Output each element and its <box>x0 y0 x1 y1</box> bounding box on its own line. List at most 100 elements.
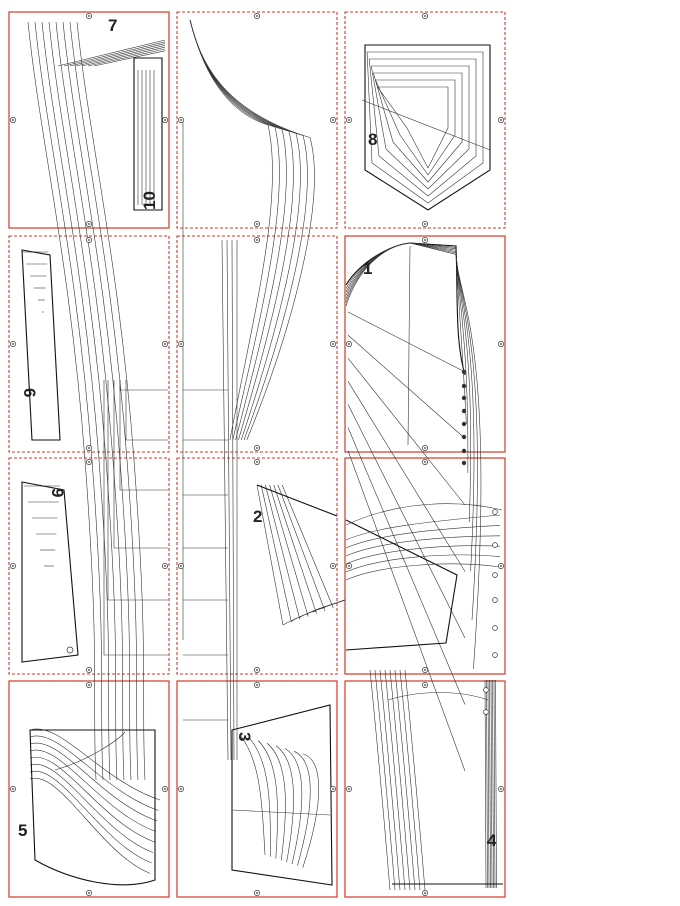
registration-mark-dot <box>12 119 14 121</box>
hem-line <box>69 43 166 67</box>
size-step <box>125 380 168 441</box>
yoke-line <box>347 334 466 439</box>
piece-label-5: 5 <box>18 821 27 840</box>
piece-5-curve <box>29 728 161 801</box>
registration-mark-dot <box>88 461 90 463</box>
registration-mark-dot <box>88 15 90 17</box>
registration-mark-dot <box>332 343 334 345</box>
registration-mark-dot <box>88 223 90 225</box>
pocket-outline <box>364 44 491 211</box>
front-curve <box>345 545 501 565</box>
registration-mark-dot <box>256 461 258 463</box>
crotch-curve <box>189 19 315 441</box>
registration-mark-dot <box>88 447 90 449</box>
yoke-line <box>347 311 466 373</box>
registration-mark-dot <box>12 343 14 345</box>
piece-6-outline <box>21 249 61 441</box>
yoke-curve <box>345 242 482 670</box>
leg-panel-line <box>374 669 396 891</box>
tile-grid <box>8 11 506 898</box>
leg-panel-line <box>399 669 421 891</box>
piece-5-curve <box>29 742 158 822</box>
size-step <box>107 380 168 601</box>
leg-panel-right <box>495 679 497 889</box>
hem-line <box>93 50 166 67</box>
tile-border <box>176 680 338 898</box>
registration-mark-dot <box>164 343 166 345</box>
notch-circle <box>483 687 489 693</box>
hem-line <box>75 45 166 67</box>
registration-marks <box>10 13 504 896</box>
registration-mark-dot <box>424 461 426 463</box>
registration-mark-dot <box>332 565 334 567</box>
registration-mark-dot <box>424 239 426 241</box>
leg-panel-line <box>404 669 426 891</box>
registration-mark-dot <box>180 119 182 121</box>
piece-5-curve <box>29 735 159 811</box>
tile-border <box>176 235 338 453</box>
registration-mark-dot <box>88 239 90 241</box>
leg-panel-right <box>489 679 491 889</box>
crotch-curve <box>189 19 294 441</box>
pocket-outline <box>370 65 470 190</box>
yoke-line <box>347 381 466 572</box>
registration-mark-dot <box>348 343 350 345</box>
registration-mark-dot <box>424 892 426 894</box>
registration-mark-dot <box>180 343 182 345</box>
front-curve <box>345 525 501 549</box>
yoke-line <box>347 404 466 639</box>
piece-9-outline <box>21 481 79 663</box>
hem-line <box>87 48 166 67</box>
tile-border <box>176 11 338 229</box>
seam-curve <box>69 21 139 781</box>
tile-border <box>344 235 506 453</box>
registration-mark-dot <box>332 788 334 790</box>
piece-label-6: 6 <box>20 388 39 397</box>
registration-mark-dot <box>500 119 502 121</box>
band-line <box>269 484 309 617</box>
registration-mark-dot <box>88 684 90 686</box>
registration-mark-dot <box>12 788 14 790</box>
tile-border <box>176 457 338 675</box>
front-curve <box>345 514 501 541</box>
notch-circle <box>492 509 498 515</box>
size-step <box>103 380 168 656</box>
leg-panel-right <box>484 679 487 889</box>
tile-border <box>344 680 506 898</box>
notch-dot <box>461 369 467 375</box>
hem-line <box>57 39 166 67</box>
band-curve <box>299 599 346 619</box>
notch-dot <box>461 434 467 440</box>
piece-3-curve <box>266 742 286 861</box>
notch-circle <box>492 572 498 578</box>
registration-mark-dot <box>424 15 426 17</box>
front-curve <box>345 554 501 573</box>
size-step <box>119 380 168 491</box>
band-curve <box>318 599 346 610</box>
registration-mark-dot <box>256 223 258 225</box>
yoke-curve <box>345 242 475 572</box>
registration-mark-dot <box>180 565 182 567</box>
tile-border <box>8 235 170 453</box>
registration-mark-dot <box>348 565 350 567</box>
piece-label-9: 9 <box>48 488 67 497</box>
piece-5-curve <box>29 756 155 843</box>
registration-mark-dot <box>164 788 166 790</box>
registration-mark-dot <box>500 788 502 790</box>
notch-circle <box>483 709 489 715</box>
notch-dot <box>461 460 467 466</box>
front-curve <box>345 563 501 581</box>
pocket-grain <box>361 99 491 151</box>
registration-mark-dot <box>256 239 258 241</box>
yoke-curve <box>345 242 466 376</box>
registration-mark-dot <box>500 343 502 345</box>
band-line <box>256 484 284 626</box>
pocket-outline <box>375 79 456 176</box>
piece-3-curve <box>284 748 303 865</box>
piece-5-curve <box>29 777 151 874</box>
seam-curve <box>34 21 104 781</box>
registration-mark-dot <box>256 15 258 17</box>
registration-mark-dot <box>256 669 258 671</box>
piece-3-curve <box>302 753 320 868</box>
